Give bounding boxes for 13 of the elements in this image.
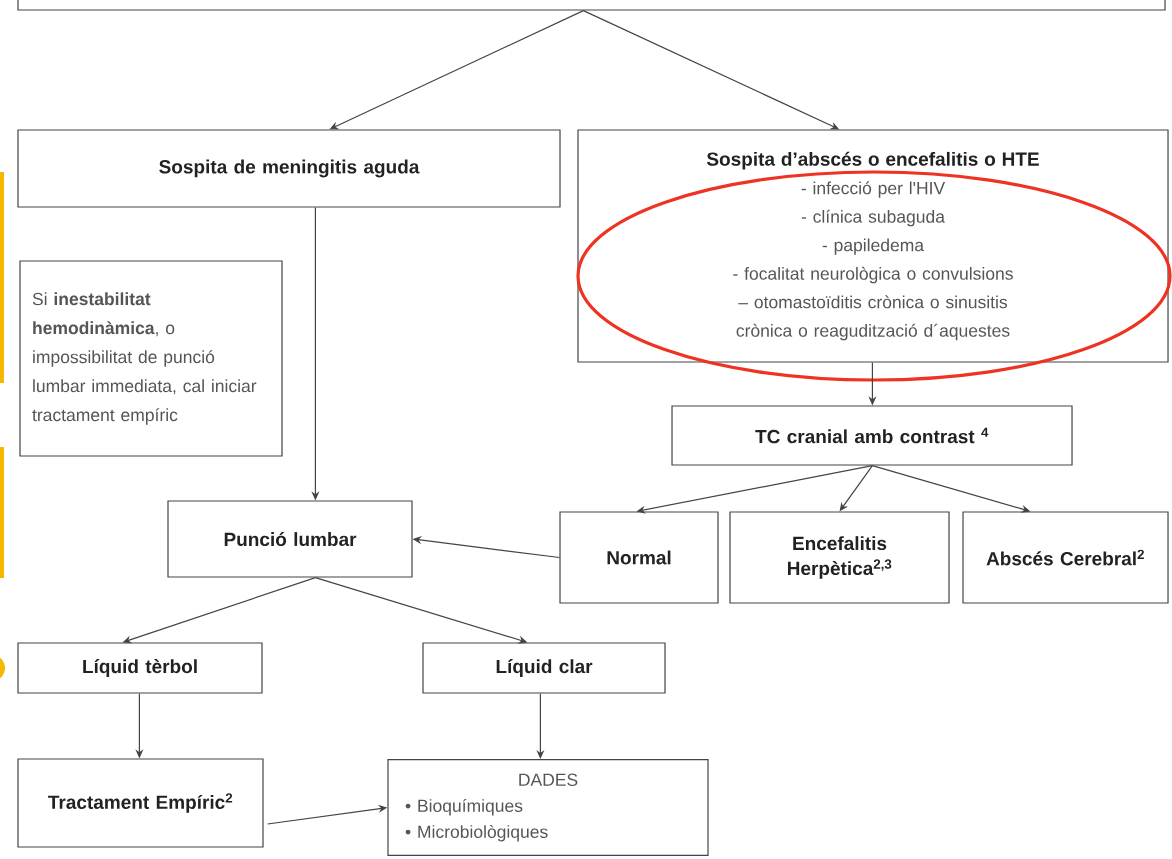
data-box: DADES • Bioquímiques • Microbiològiques <box>387 759 709 857</box>
process-box: Sospita de meningitis aguda <box>17 129 561 208</box>
process-box: Líquid clar <box>422 642 666 694</box>
empty-box <box>17 0 1166 11</box>
criteria-box: Sospita d’abscés o encefalitis o HTE - infecció per l'HIV - clínica subaguda - papiledema - focalitat neurològica o convulsions – otomastoïditis crònica o sinusitis crònica o reagudització d´aquestes <box>577 129 1169 363</box>
note-box: Si inestabilitat hemodinàmica, o impossibilitat de punció lumbar immediata, cal iniciar tractament empíric <box>19 260 283 457</box>
process-box: Punció lumbar <box>167 500 413 578</box>
process-box: Tractament Empíric$^{2}$ <box>17 758 264 848</box>
process-box: Encefalitis Herpètica$^{2,3}$ <box>729 511 950 604</box>
process-box: Abscés Cerebral$^{2}$ <box>962 511 1169 604</box>
process-box: TC cranial amb contrast $^{4}$ <box>671 405 1073 466</box>
process-box: Normal <box>559 511 719 604</box>
process-box: Líquid tèrbol <box>17 642 263 694</box>
